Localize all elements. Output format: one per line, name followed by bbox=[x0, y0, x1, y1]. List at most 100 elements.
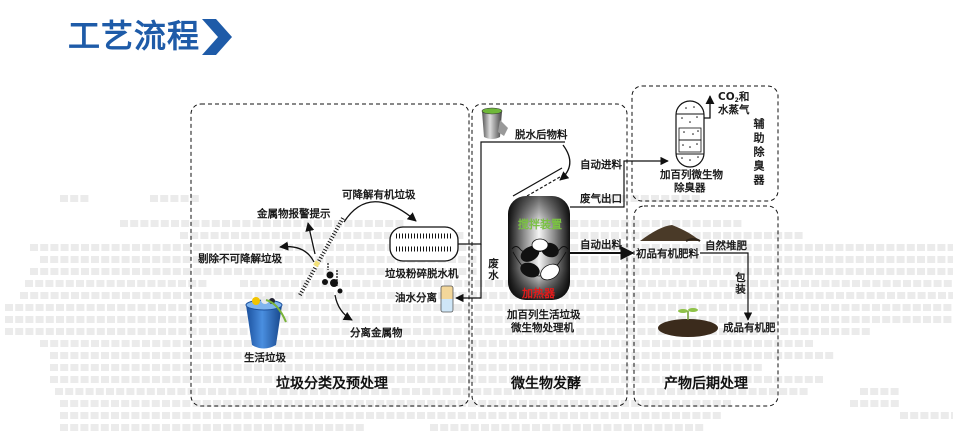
grid-cell bbox=[566, 280, 575, 287]
grid-cell bbox=[580, 412, 589, 419]
grid-cell bbox=[178, 280, 186, 287]
grid-cell bbox=[590, 352, 599, 359]
grid-cell bbox=[713, 220, 721, 227]
grid-cell bbox=[243, 376, 252, 383]
grid-cell bbox=[253, 412, 262, 419]
grid-cell bbox=[484, 280, 493, 287]
grid-cell bbox=[560, 376, 568, 383]
grid-cell bbox=[825, 244, 834, 251]
grid-cell bbox=[91, 292, 100, 299]
grid-cell bbox=[886, 268, 895, 275]
grid-cell bbox=[193, 340, 201, 347]
grid-cell bbox=[437, 400, 446, 407]
grid-cell bbox=[60, 364, 69, 371]
grid-cell bbox=[274, 364, 283, 371]
grid-cell bbox=[315, 292, 324, 299]
grid-cell bbox=[499, 292, 508, 299]
grid-cell bbox=[810, 316, 819, 323]
grid-cell bbox=[637, 280, 646, 287]
grid-cell bbox=[137, 304, 146, 311]
grid-cell bbox=[651, 352, 660, 359]
grid-cell bbox=[713, 364, 721, 371]
grid-cell bbox=[951, 412, 953, 419]
grid-cell bbox=[158, 304, 166, 311]
grid-cell bbox=[484, 316, 493, 323]
grid-cell bbox=[770, 328, 778, 335]
grid-cell bbox=[713, 292, 722, 299]
grid-cell bbox=[142, 340, 150, 347]
grid-cell bbox=[468, 364, 477, 371]
grid-cell bbox=[76, 328, 85, 335]
grid-cell bbox=[780, 316, 789, 323]
grid-cell bbox=[906, 244, 915, 251]
grid-cell bbox=[80, 256, 89, 263]
grid-cell bbox=[811, 280, 820, 287]
grid-cell bbox=[244, 292, 253, 299]
grid-cell bbox=[315, 424, 323, 431]
grid-cell bbox=[468, 376, 477, 383]
grid-cell bbox=[428, 292, 436, 299]
label-water-vapor: 水蒸气 bbox=[718, 104, 750, 116]
grid-cell bbox=[519, 412, 527, 419]
grid-cell bbox=[671, 195, 680, 202]
grid-cell bbox=[132, 292, 141, 299]
grid-cell bbox=[101, 352, 109, 359]
grid-cell bbox=[815, 268, 823, 275]
grid-cell bbox=[860, 388, 868, 395]
grid-cell bbox=[662, 340, 671, 347]
grid-cell bbox=[241, 232, 250, 239]
grid-cell bbox=[682, 364, 691, 371]
grid-cell bbox=[672, 376, 681, 383]
grid-cell bbox=[355, 424, 364, 431]
grid-cell bbox=[712, 412, 721, 419]
grid-cell bbox=[478, 352, 487, 359]
grid-cell bbox=[158, 316, 166, 323]
grid-cell bbox=[233, 340, 242, 347]
grid-cell bbox=[192, 364, 201, 371]
grid-cell bbox=[713, 256, 721, 263]
grid-cell bbox=[284, 424, 293, 431]
grid-cell bbox=[876, 268, 885, 275]
grid-cell bbox=[343, 232, 352, 239]
grid-cell bbox=[682, 412, 691, 419]
grid-cell bbox=[917, 256, 925, 263]
grid-cell bbox=[580, 268, 589, 275]
grid-cell bbox=[345, 376, 354, 383]
grid-cell bbox=[846, 292, 855, 299]
grid-cell bbox=[311, 280, 320, 287]
grid-cell bbox=[677, 388, 686, 395]
grid-cell bbox=[80, 376, 89, 383]
grid-cell bbox=[713, 232, 721, 239]
grid-cell bbox=[576, 280, 585, 287]
grid-cell bbox=[356, 340, 365, 347]
grid-cell bbox=[162, 244, 171, 251]
grid-cell bbox=[362, 328, 370, 335]
grid-cell bbox=[600, 412, 609, 419]
grid-cell bbox=[121, 400, 130, 407]
grid-cell bbox=[668, 316, 676, 323]
grid-cell bbox=[70, 424, 79, 431]
grid-cell bbox=[413, 316, 421, 323]
grid-cell bbox=[101, 340, 110, 347]
grid-cell bbox=[234, 244, 242, 251]
grid-cell bbox=[127, 304, 136, 311]
grid-cell bbox=[605, 388, 614, 395]
grid-cell bbox=[391, 388, 400, 395]
grid-cell bbox=[120, 220, 128, 227]
grid-cell bbox=[162, 376, 171, 383]
grid-cell bbox=[366, 376, 375, 383]
grid-cell bbox=[801, 280, 809, 287]
grid-cell bbox=[182, 424, 191, 431]
grid-cell bbox=[463, 388, 471, 395]
grid-cell bbox=[464, 304, 472, 311]
grid-cell bbox=[468, 244, 477, 251]
grid-cell bbox=[519, 340, 528, 347]
grid-cell bbox=[845, 244, 854, 251]
grid-cell bbox=[279, 388, 288, 395]
grid-cell bbox=[794, 232, 803, 239]
grid-cell bbox=[753, 268, 762, 275]
grid-cell bbox=[372, 316, 381, 323]
grid-cell bbox=[575, 388, 584, 395]
page-title: 工艺流程 bbox=[68, 17, 201, 55]
grid-cell bbox=[597, 280, 605, 287]
